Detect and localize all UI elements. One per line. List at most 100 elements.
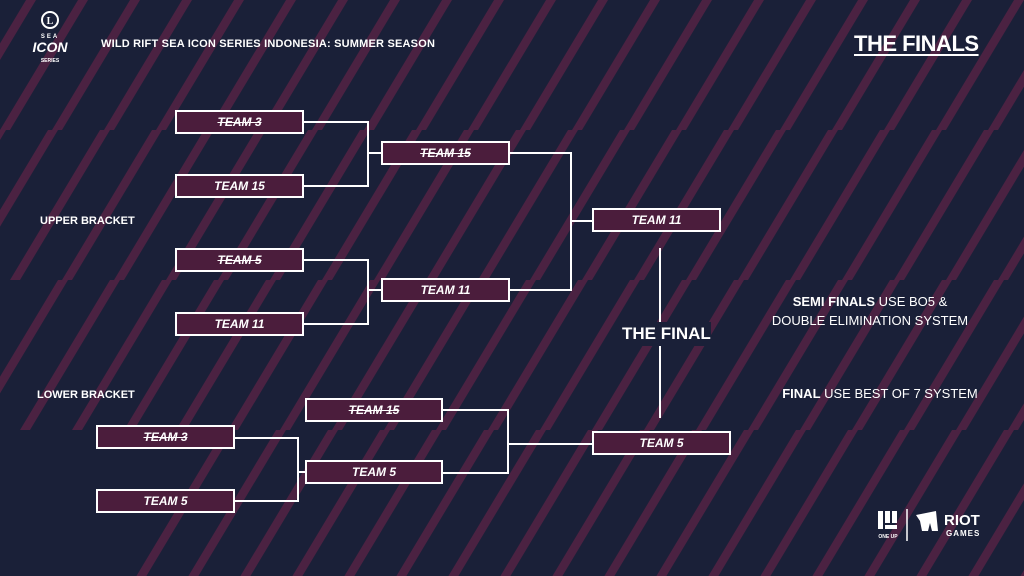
stripe <box>946 150 1024 280</box>
stripe <box>500 430 598 576</box>
stripe <box>728 0 816 130</box>
svg-text:L: L <box>47 16 54 27</box>
semi-finals-note: SEMI FINALS USE BO5 & DOUBLE ELIMINATION… <box>770 292 970 330</box>
stripe <box>416 0 504 130</box>
stripe <box>572 0 660 130</box>
stripe <box>52 0 140 130</box>
finals-heading: THE FINALS <box>854 31 979 56</box>
upper-r1-team-box: TEAM 3 <box>175 110 304 134</box>
stripe <box>998 236 1024 280</box>
stripe <box>760 430 858 576</box>
stripe <box>644 280 744 430</box>
upper-r2-team-box: TEAM 15 <box>381 141 510 165</box>
stripe <box>488 280 588 430</box>
team-name: TEAM 15 <box>348 403 400 417</box>
stripe <box>322 130 422 280</box>
final-note-text: USE BEST OF 7 SYSTEM <box>820 386 978 401</box>
upper-r2-team-box: TEAM 11 <box>381 278 510 302</box>
stripe <box>1008 403 1024 430</box>
logo-line-3: SERIES <box>41 58 60 64</box>
lower-r2-team-box: TEAM 5 <box>305 460 443 484</box>
stripe <box>114 130 214 280</box>
event-title: WILD RIFT SEA ICON SERIES INDONESIA: SUM… <box>101 38 436 50</box>
stripe <box>62 130 162 280</box>
connector-ur2 <box>510 152 572 291</box>
stripe <box>0 280 68 394</box>
stripe <box>790 130 890 280</box>
stripe <box>916 430 1014 576</box>
stripe <box>582 130 682 280</box>
logo-line-1: SEA <box>41 34 59 40</box>
stripe <box>884 0 972 130</box>
lower-r1-team-box: TEAM 5 <box>96 489 235 513</box>
stripe <box>634 130 734 280</box>
semi-finals-note-text: USE BO5 & DOUBLE ELIMINATION SYSTEM <box>771 294 969 328</box>
lower-r2-team-box: TEAM 15 <box>305 398 443 422</box>
connector-lr2 <box>443 409 509 474</box>
stripe <box>260 0 348 130</box>
stripe <box>800 280 900 430</box>
stripe <box>894 130 994 280</box>
stripe <box>468 0 556 130</box>
stripe <box>396 430 494 576</box>
riot-line-1: RIOT <box>944 512 980 529</box>
stripe <box>0 0 36 60</box>
stripe <box>20 280 120 430</box>
team-name: TEAM 11 <box>214 317 265 331</box>
sponsor-logos: ONE UP RIOT GAMES <box>878 509 980 541</box>
final-note: FINAL USE BEST OF 7 SYSTEM <box>760 384 1000 403</box>
team-name: TEAM 11 <box>420 283 471 297</box>
connector-ur1-a <box>304 121 369 187</box>
stripe <box>436 280 536 430</box>
team-name: TEAM 3 <box>217 115 262 129</box>
stripe <box>956 316 1024 430</box>
stripe <box>904 280 1004 430</box>
upper-r1-team-box: TEAM 15 <box>175 174 304 198</box>
stripe <box>364 0 452 130</box>
stripe <box>188 430 286 576</box>
stripe <box>530 130 630 280</box>
stripe <box>738 130 838 280</box>
sea-icon-series-logo: L SEA ICON SERIES <box>33 11 69 64</box>
logo-line-2: ICON <box>33 39 69 55</box>
one-up-logo: ONE UP <box>878 511 898 540</box>
stripe <box>780 0 868 130</box>
stripe <box>676 0 764 130</box>
upper-winner-team-box: TEAM 11 <box>592 208 721 232</box>
stripe <box>374 130 474 280</box>
the-final-label: THE FINAL <box>622 322 711 346</box>
stripe <box>812 430 910 576</box>
stripe <box>624 0 712 130</box>
riot-line-2: GAMES <box>946 529 980 538</box>
stripe <box>592 280 692 430</box>
stripe <box>156 0 244 130</box>
team-name: TEAM 5 <box>351 465 396 479</box>
stripe <box>842 130 942 280</box>
team-name: TEAM 3 <box>143 430 188 444</box>
stripe <box>72 280 172 430</box>
stripe <box>832 0 920 130</box>
stripe <box>0 130 6 140</box>
lower-winner-team-box: TEAM 5 <box>592 431 731 455</box>
stripe <box>686 130 786 280</box>
stripe <box>604 430 702 576</box>
stripe <box>1020 570 1024 576</box>
stripe <box>852 280 952 430</box>
stripe <box>708 430 806 576</box>
stripe <box>968 483 1024 576</box>
stripe <box>988 70 1024 130</box>
stripe <box>280 280 380 430</box>
stripe <box>312 0 400 130</box>
stripe <box>478 130 578 280</box>
team-name: TEAM 15 <box>214 179 265 193</box>
connector-ur1-b <box>304 259 369 325</box>
team-name: TEAM 5 <box>143 494 188 508</box>
team-name: TEAM 11 <box>631 213 682 227</box>
stripe <box>10 130 110 280</box>
stripe <box>218 130 318 280</box>
upper-bracket-label: UPPER BRACKET <box>40 215 135 227</box>
stripe <box>748 280 848 430</box>
stripe <box>384 280 484 430</box>
team-name: TEAM 15 <box>420 146 471 160</box>
stripe <box>552 430 650 576</box>
